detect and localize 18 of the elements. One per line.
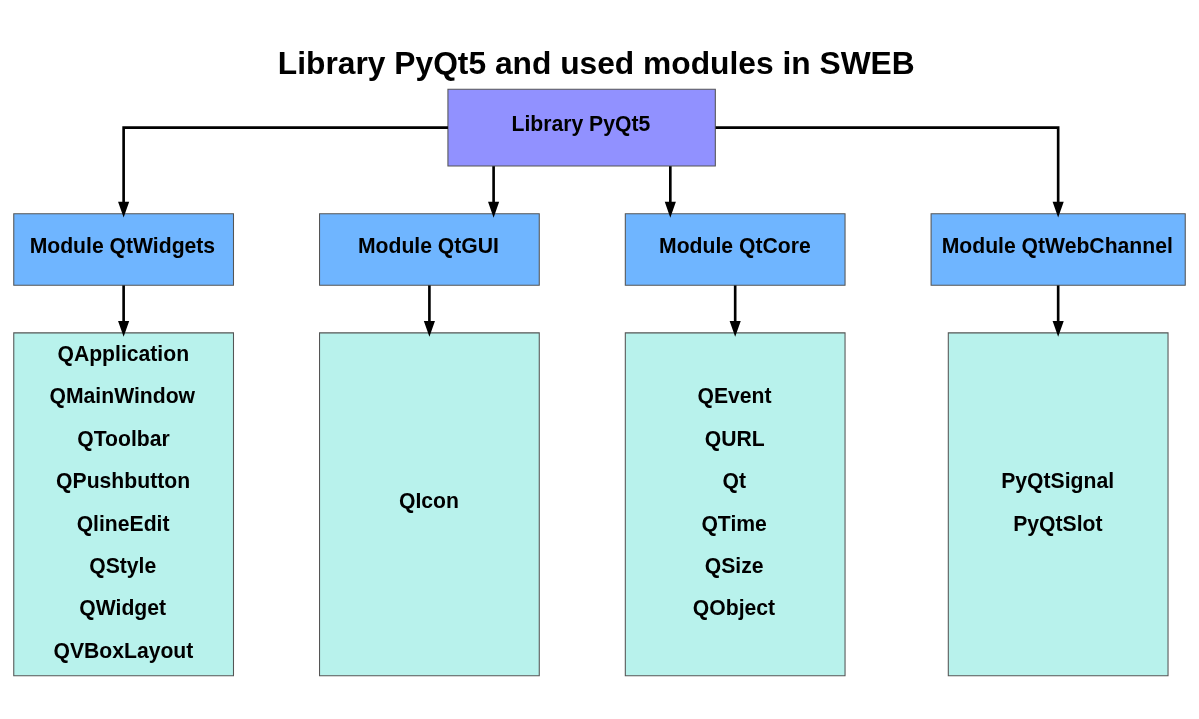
arrow [118,125,448,218]
arrow [423,284,435,337]
arrow [118,284,130,337]
node-box: Module QtGUI [319,212,540,286]
arrow [729,284,741,337]
node-box: Module QtCore [624,212,846,286]
node-box: QIcon [319,331,540,676]
node-box: QApplication QMainWindow QToolbar QPushbutton QlineEdit QStyle QWidget QVBoxLayout [13,331,234,676]
node-box: Module QtWidgets [13,212,234,286]
arrow [715,125,1064,218]
node-box: Library PyQt5 [447,88,716,167]
diagram-title: Library PyQt5 and used modules in SWEB [277,44,915,81]
arrow [664,165,676,218]
node-box: Module QtWebChannel [930,212,1186,286]
node-box: QEvent QURL Qt QTime QSize QObject [624,331,846,676]
arrow [488,165,500,218]
node-box: PyQtSignal PyQtSlot [947,331,1169,676]
arrow [1052,284,1064,337]
